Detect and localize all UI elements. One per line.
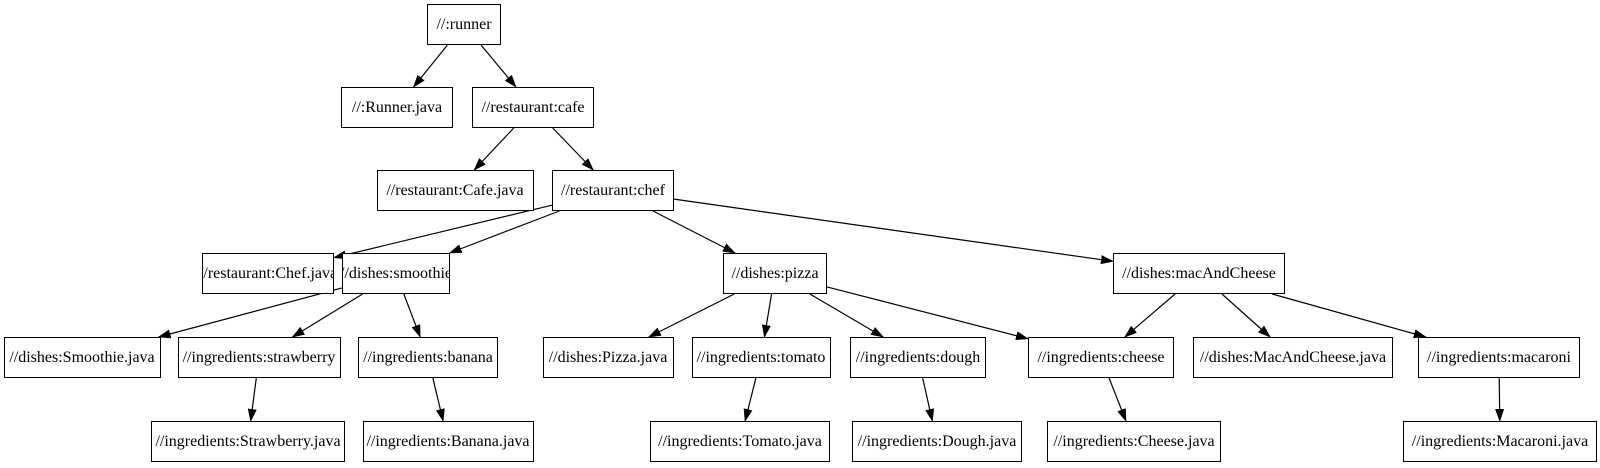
graph-node-runner-java: //:Runner.java	[341, 87, 453, 128]
graph-node-cheese: //ingredients:cheese	[1028, 337, 1174, 378]
edge-chef-to-pizza	[652, 210, 736, 254]
edge-runner-to-runner-java	[412, 44, 448, 88]
graph-node-mac-and-cheese: //dishes:macAndCheese	[1113, 253, 1285, 294]
edge-tomato-to-tomato-java	[743, 377, 757, 422]
edge-strawberry-to-strawberry-java	[247, 377, 257, 422]
edge-pizza-to-dough	[809, 293, 884, 338]
edge-pizza-to-tomato	[761, 293, 773, 338]
edge-dough-to-dough-java	[922, 377, 935, 422]
graph-node-mac-and-cheese-java: //dishes:MacAndCheese.java	[1193, 337, 1393, 378]
edge-mac-and-cheese-to-mac-and-cheese-java	[1221, 293, 1271, 338]
graph-node-macaroni-java: //ingredients:Macaroni.java	[1403, 421, 1597, 462]
graph-node-runner: //:runner	[427, 4, 501, 45]
graph-node-banana-java: //ingredients:Banana.java	[362, 421, 534, 462]
edge-macaroni-to-macaroni-java	[1495, 377, 1505, 422]
edge-runner-to-cafe	[480, 44, 517, 88]
graph-node-cafe-java: //restaurant:Cafe.java	[376, 170, 534, 211]
edge-cheese-to-cheese-java	[1108, 377, 1127, 422]
graph-node-banana: //ingredients:banana	[358, 337, 498, 378]
edge-pizza-to-pizza-java	[647, 293, 735, 338]
edge-banana-to-banana-java	[432, 377, 445, 422]
edge-mac-and-cheese-to-macaroni	[1272, 293, 1427, 339]
edge-smoothie-to-banana	[403, 293, 421, 338]
edge-mac-and-cheese-to-cheese	[1124, 293, 1176, 338]
edge-chef-to-chef-java	[333, 204, 553, 260]
graph-node-cafe: //restaurant:cafe	[472, 87, 594, 128]
graph-node-cheese-java: //ingredients:Cheese.java	[1047, 421, 1221, 462]
graph-node-smoothie: //dishes:smoothie	[342, 253, 450, 294]
graph-node-chef-java: //restaurant:Chef.java	[202, 253, 334, 294]
graph-node-strawberry: //ingredients:strawberry	[177, 337, 341, 378]
graph-node-tomato: //ingredients:tomato	[691, 337, 831, 378]
graph-node-dough-java: //ingredients:Dough.java	[852, 421, 1022, 462]
edge-smoothie-to-smoothie-java	[157, 287, 343, 339]
graph-node-tomato-java: //ingredients:Tomato.java	[650, 421, 830, 462]
edge-pizza-to-cheese	[826, 286, 1029, 341]
edge-chef-to-smoothie	[448, 210, 560, 254]
graph-node-chef: //restaurant:chef	[552, 170, 674, 211]
edge-chef-to-mac-and-cheese	[673, 198, 1114, 265]
graph-node-pizza-java: //dishes:Pizza.java	[542, 337, 674, 378]
edge-cafe-to-chef	[552, 127, 594, 171]
edge-smoothie-to-strawberry	[291, 293, 363, 338]
graph-node-pizza: //dishes:pizza	[723, 253, 827, 294]
graph-node-dough: //ingredients:dough	[850, 337, 986, 378]
graph-node-macaroni: //ingredients:macaroni	[1418, 337, 1580, 378]
graph-node-strawberry-java: //ingredients:Strawberry.java	[151, 421, 345, 462]
edge-cafe-to-cafe-java	[473, 127, 515, 171]
graph-node-smoothie-java: //dishes:Smoothie.java	[3, 337, 161, 378]
